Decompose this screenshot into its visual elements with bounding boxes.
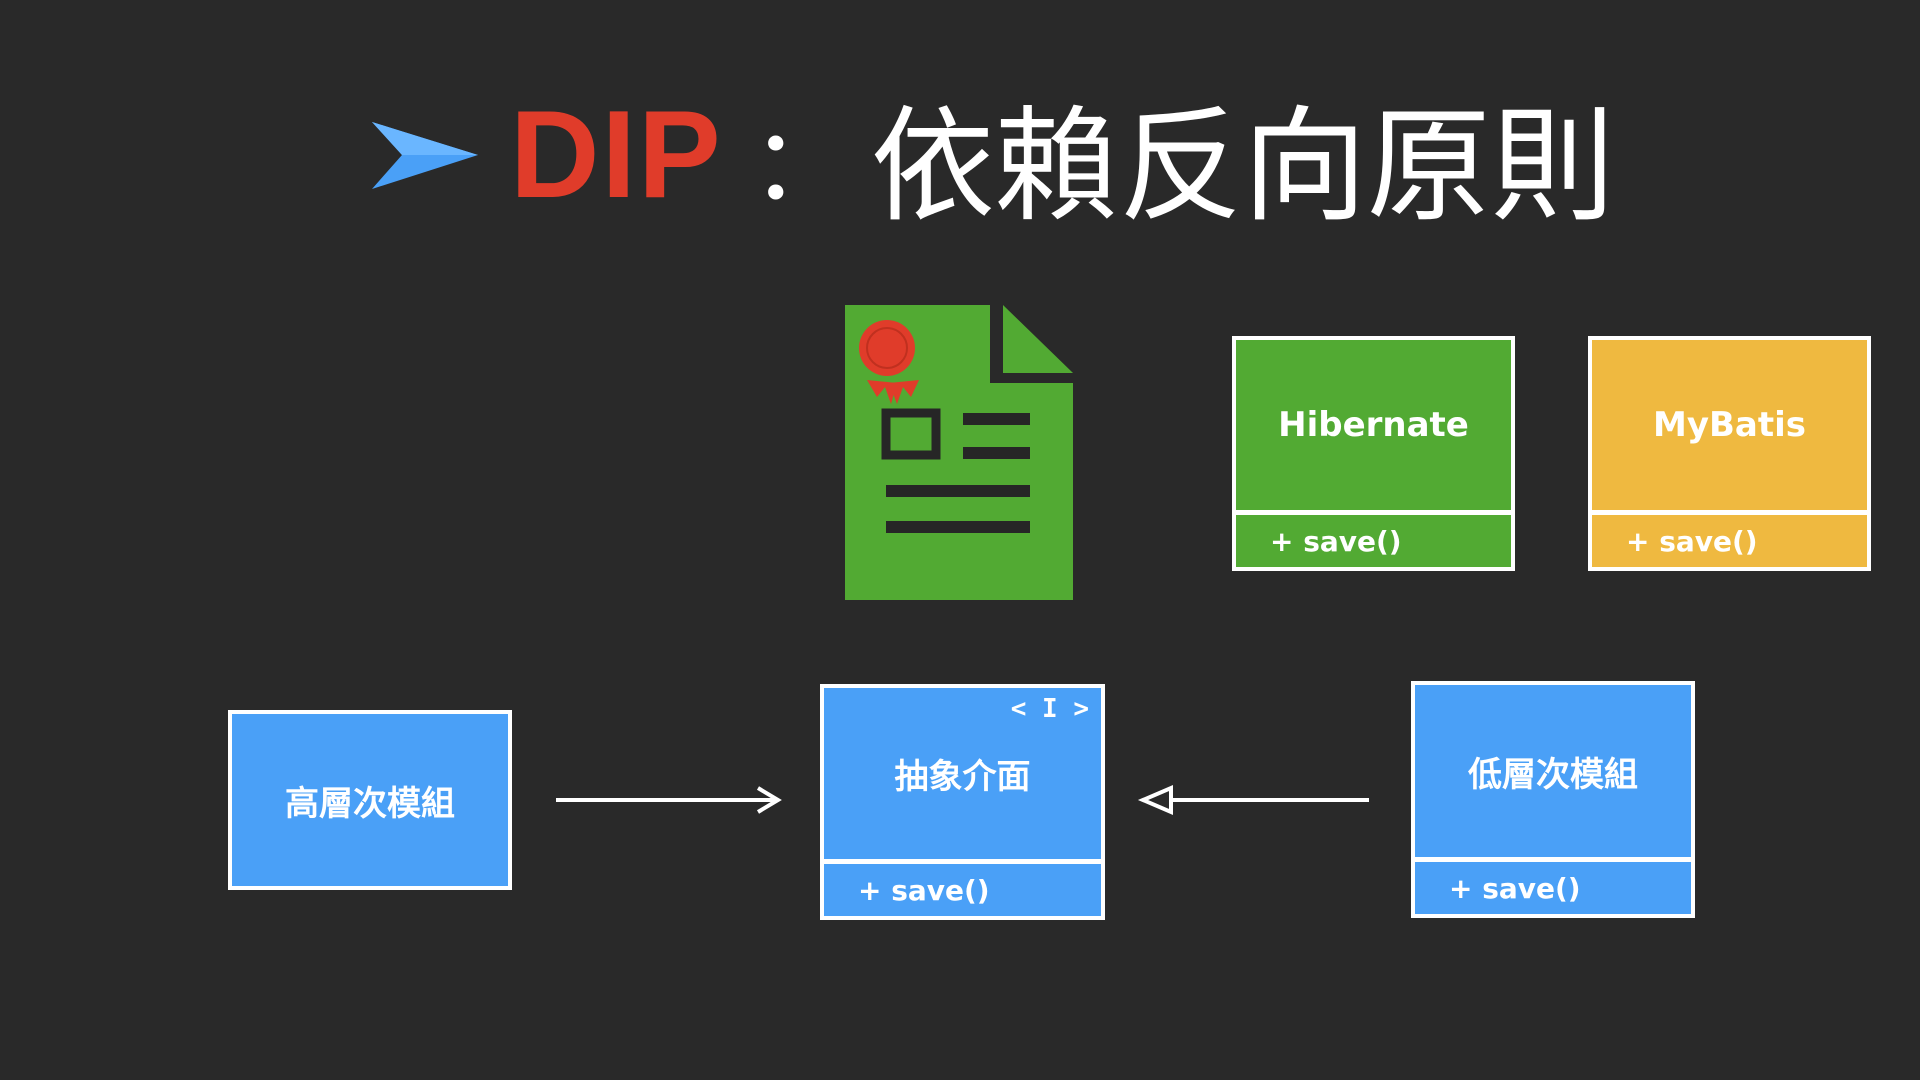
low-level-module-label: 低層次模組 bbox=[1468, 754, 1638, 795]
certificate-document-icon bbox=[845, 305, 1073, 600]
abstract-interface-save-method: + save() bbox=[858, 873, 990, 907]
slide-title: DIP ： 依賴反向原則 bbox=[370, 80, 1615, 239]
low-level-module-header: 低層次模組 bbox=[1415, 685, 1691, 857]
class-divider bbox=[824, 859, 1101, 864]
mybatis-class-name: MyBatis bbox=[1653, 405, 1806, 445]
abstract-interface-box: < I > 抽象介面 + save() bbox=[820, 684, 1105, 920]
hibernate-save-method: + save() bbox=[1270, 524, 1402, 558]
class-divider bbox=[1415, 857, 1691, 862]
hibernate-class-box: Hibernate + save() bbox=[1232, 336, 1515, 571]
high-level-module-label: 高層次模組 bbox=[285, 783, 455, 824]
interface-stereotype: < I > bbox=[1010, 694, 1089, 724]
title-acronym: DIP bbox=[510, 86, 723, 224]
hibernate-class-name: Hibernate bbox=[1278, 405, 1469, 445]
realization-arrow-low-to-interface bbox=[1137, 784, 1369, 816]
class-divider bbox=[1592, 510, 1867, 515]
class-divider bbox=[1236, 510, 1511, 515]
high-level-module-box: 高層次模組 bbox=[228, 710, 512, 890]
paper-plane-arrow-icon bbox=[372, 121, 478, 189]
title-text: 依賴反向原則 bbox=[870, 95, 1615, 239]
dependency-arrow-high-to-interface bbox=[556, 786, 782, 814]
mybatis-class-box: MyBatis + save() bbox=[1588, 336, 1871, 571]
abstract-interface-label: 抽象介面 bbox=[894, 757, 1031, 797]
abstract-interface-header: < I > 抽象介面 bbox=[824, 688, 1101, 859]
low-level-module-save-method: + save() bbox=[1449, 871, 1581, 905]
mybatis-save-method: + save() bbox=[1626, 524, 1758, 558]
title-separator: ： bbox=[750, 105, 851, 223]
low-level-module-box: 低層次模組 + save() bbox=[1411, 681, 1695, 918]
